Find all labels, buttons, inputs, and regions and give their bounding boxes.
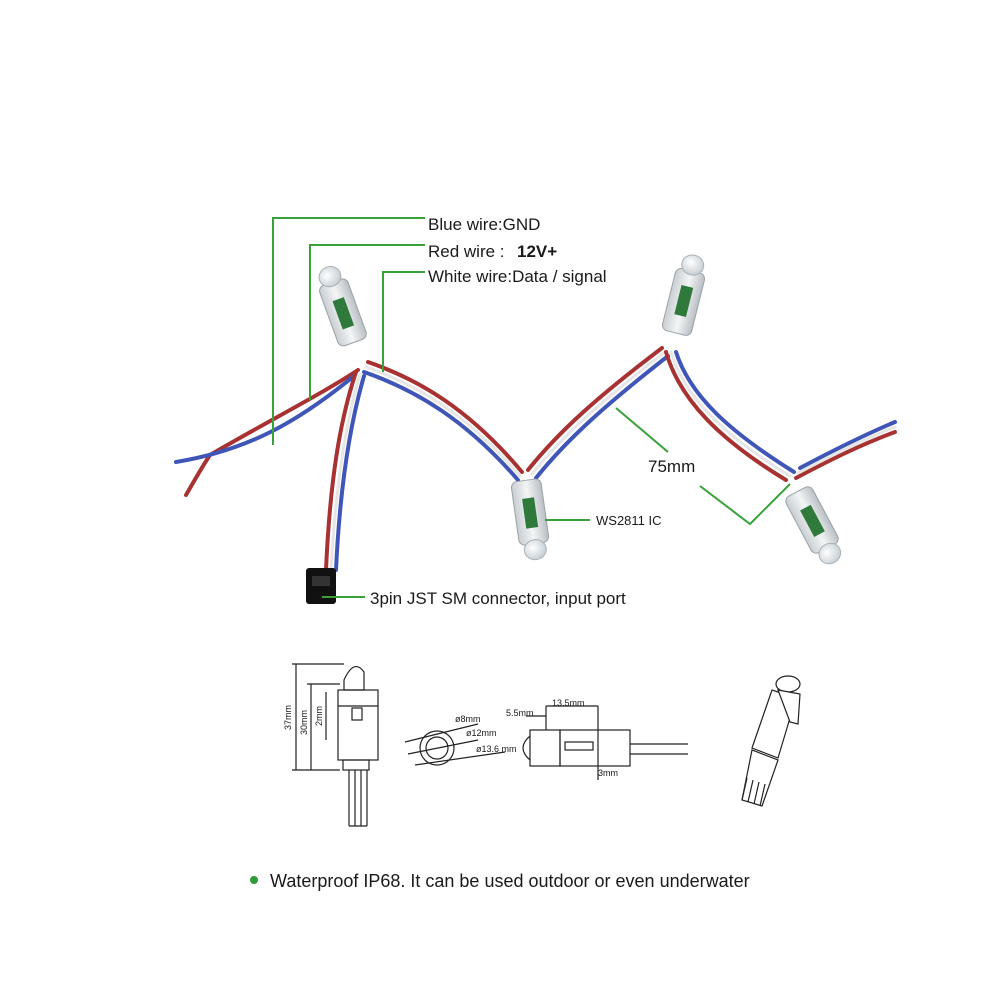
label-red-wire: Red wire :: [428, 242, 505, 261]
pixel-module-1: [318, 266, 367, 347]
label-white-wire: White wire:Data / signal: [428, 267, 607, 286]
dim-height-small: 2mm: [314, 706, 324, 726]
pixel-module-4: [785, 486, 842, 565]
dim-len-cap: 13.5mm: [552, 698, 585, 708]
drawing-front-view: [292, 663, 379, 827]
bullet-icon: [250, 876, 258, 884]
dim-offset: 3mm: [598, 768, 618, 778]
dim-dia-mid: ø12mm: [466, 728, 497, 738]
waterproof-note: Waterproof IP68. It can be used outdoor …: [270, 871, 750, 891]
drawing-side-view: [404, 705, 688, 780]
dim-height-total: 37mm: [283, 705, 293, 730]
pixel-module-3: [661, 254, 706, 336]
label-blue-wire: Blue wire:GND: [428, 215, 540, 234]
drawing-iso-view: [741, 675, 801, 807]
dim-len-tip: 5.5mm: [506, 708, 534, 718]
dim-height-body: 30mm: [299, 710, 309, 735]
label-red-wire-voltage: 12V+: [517, 242, 557, 261]
dim-dia-outer: ø13.6 mm: [476, 744, 517, 754]
jst-connector: [306, 568, 336, 604]
label-ic: WS2811 IC: [596, 513, 662, 528]
callout-lines: [272, 217, 791, 598]
label-connector: 3pin JST SM connector, input port: [370, 589, 626, 608]
pixel-module-2: [510, 478, 550, 561]
label-spacing: 75mm: [648, 457, 695, 476]
dim-dia-inner: ø8mm: [455, 714, 481, 724]
